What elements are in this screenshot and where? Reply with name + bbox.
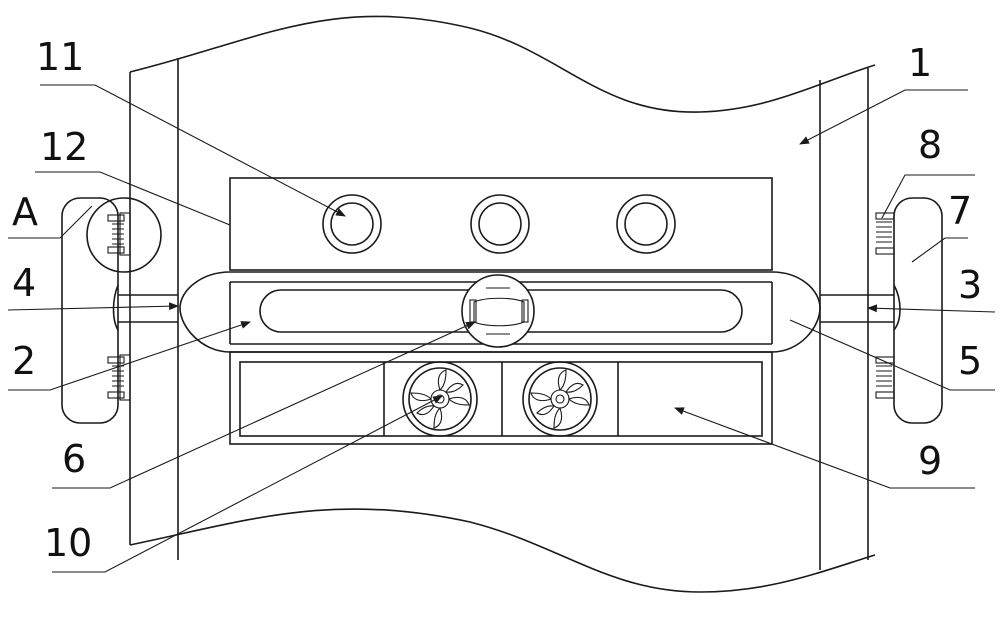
label-12: 12 — [40, 125, 88, 169]
right-mount-plate — [820, 197, 943, 424]
label-a: A — [12, 190, 38, 234]
upper-filter-box — [229, 177, 773, 271]
label-6: 6 — [62, 437, 86, 481]
left-lower-spring — [107, 354, 131, 401]
label-11: 11 — [36, 35, 84, 79]
label-4: 4 — [12, 261, 36, 305]
right-upper-spring — [875, 212, 895, 255]
label-10: 10 — [44, 521, 92, 565]
duct-body — [129, 15, 876, 593]
left-mount-plate — [61, 197, 178, 424]
label-9: 9 — [918, 439, 942, 483]
leader-2 — [8, 321, 251, 391]
lower-fan-box — [229, 351, 773, 445]
slider-block — [461, 274, 535, 348]
label-3: 3 — [958, 263, 982, 307]
leader-10 — [52, 395, 443, 573]
label-8: 8 — [918, 123, 942, 167]
leader-a — [8, 205, 93, 239]
leader-11 — [40, 84, 346, 217]
leader-6 — [52, 321, 476, 489]
leader-8 — [881, 174, 975, 219]
label-7: 7 — [948, 189, 972, 233]
leader-1 — [799, 89, 968, 145]
fan-right — [522, 361, 598, 437]
leader-12 — [35, 171, 231, 226]
leader-lines — [7, 84, 996, 573]
reference-labels: 11 12 A 4 2 6 10 1 8 7 3 5 9 — [12, 35, 982, 565]
leader-3 — [867, 304, 996, 313]
label-1: 1 — [908, 41, 932, 85]
right-lower-spring — [875, 356, 895, 399]
fan-left — [402, 361, 478, 437]
leader-7 — [911, 237, 968, 263]
label-2: 2 — [12, 339, 36, 383]
slide-assembly — [179, 271, 821, 353]
left-upper-spring — [107, 212, 131, 256]
leader-5 — [789, 319, 995, 391]
leader-9 — [674, 407, 975, 489]
detail-circle-a — [86, 197, 162, 273]
label-5: 5 — [958, 339, 982, 383]
leader-4 — [7, 302, 179, 311]
